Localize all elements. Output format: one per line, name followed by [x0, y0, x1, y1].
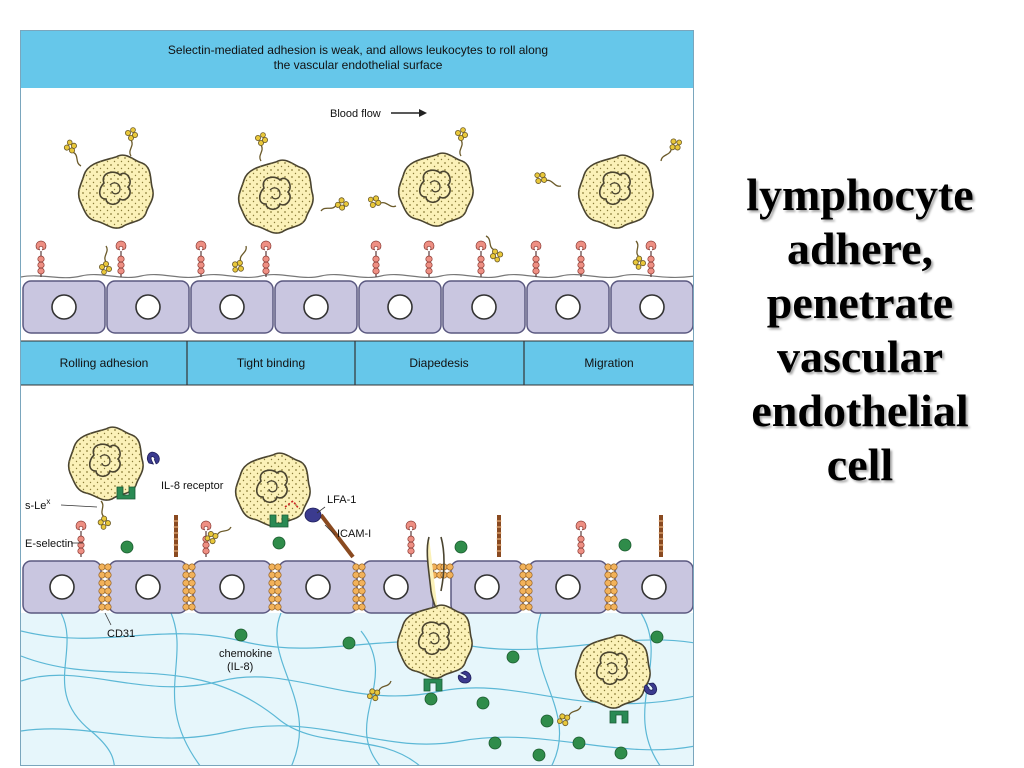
stage-tight-binding: Tight binding — [237, 356, 305, 370]
label-il8: (IL-8) — [227, 661, 253, 673]
stage-bar — [21, 340, 693, 386]
caption-line: lymphocyte — [746, 169, 974, 220]
icam-molecules — [171, 513, 666, 559]
top-endothelium — [21, 273, 693, 334]
top-selectins — [35, 240, 657, 278]
caption-line: vascular — [776, 331, 944, 382]
caption-line: adhere, — [786, 223, 934, 274]
stage-migration: Migration — [584, 356, 633, 370]
rolling-leukocyte-1 — [61, 126, 154, 276]
diagram-canvas: Selectin-mediated adhesion is weak, and … — [21, 31, 693, 765]
caption-line: cell — [826, 439, 894, 490]
side-caption: lymphocyte adhere, penetrate vascular en… — [700, 168, 1020, 492]
label-chemokine: chemokine — [219, 648, 272, 660]
stage-diapedesis: Diapedesis — [409, 356, 468, 370]
leukocyte-rolling-adhesion — [67, 426, 163, 531]
header-band — [21, 31, 693, 88]
caption-line: penetrate — [766, 277, 954, 328]
bottom-endothelium — [22, 560, 693, 614]
immune-adhesion-figure: Selectin-mediated adhesion is weak, and … — [20, 30, 694, 766]
chemokine-dots — [120, 536, 664, 762]
label-icam1: ICAM-I — [337, 528, 371, 540]
header-line-1: Selectin-mediated adhesion is weak, and … — [168, 43, 548, 57]
label-slex: s-Lex — [25, 497, 50, 512]
blood-flow-arrow — [391, 109, 427, 117]
label-e-selectin: E-selectin — [25, 538, 73, 550]
blood-flow-label: Blood flow — [330, 108, 381, 120]
label-cd31: CD31 — [107, 628, 135, 640]
leukocyte-diapedesis — [364, 536, 473, 705]
stage-rolling-adhesion: Rolling adhesion — [60, 356, 149, 370]
label-lfa1: LFA-1 — [327, 494, 356, 506]
caption-line: endothelial — [751, 385, 969, 436]
rolling-leukocyte-2 — [229, 131, 351, 276]
label-il8-receptor: IL-8 receptor — [161, 480, 224, 492]
header-line-2: the vascular endothelial surface — [274, 58, 443, 72]
leukocyte-tight-binding — [202, 452, 322, 547]
leader-lines — [60, 504, 336, 626]
rolling-leukocyte-4 — [531, 134, 685, 271]
